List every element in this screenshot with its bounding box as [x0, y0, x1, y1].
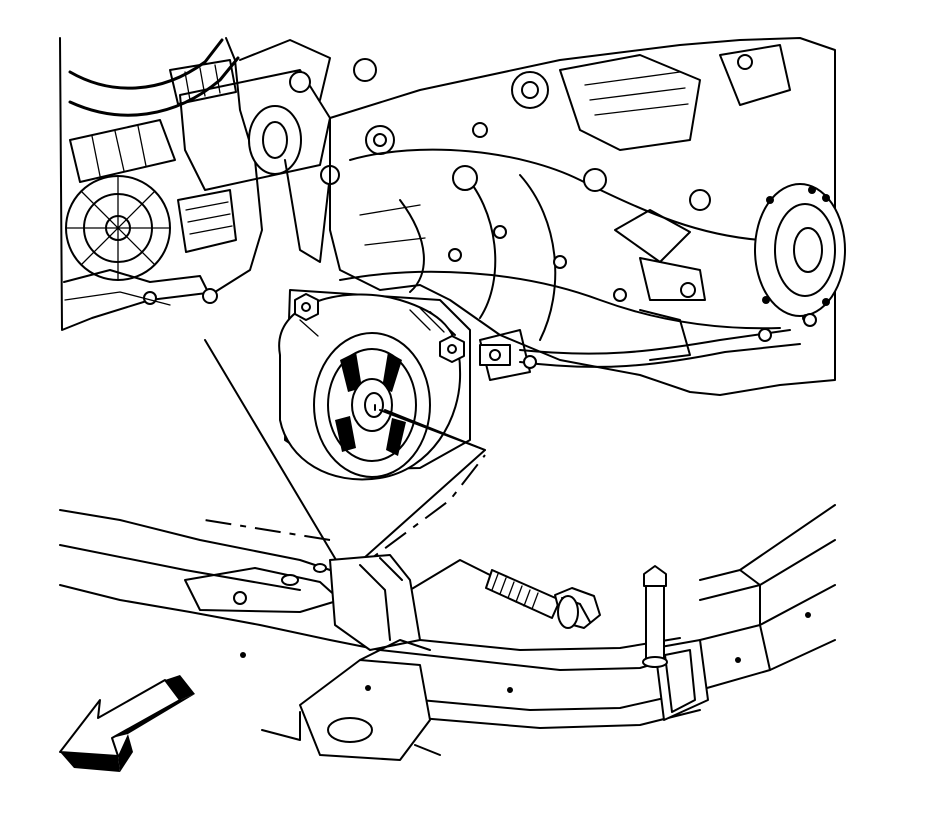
mount-bolt-icon: [485, 569, 601, 629]
output-flange-icon: [754, 183, 846, 322]
locating-stud-icon: [642, 565, 668, 668]
frame-crossmember-icon: [59, 504, 836, 761]
callout-leader-lines: [204, 339, 491, 591]
front-direction-arrow-icon: [59, 675, 195, 772]
mount-attach-bolt-icon: [294, 293, 511, 366]
transmission-case-icon: [329, 37, 846, 396]
starter-motor-icon: [179, 39, 395, 263]
engine-block-icon: [59, 37, 263, 331]
